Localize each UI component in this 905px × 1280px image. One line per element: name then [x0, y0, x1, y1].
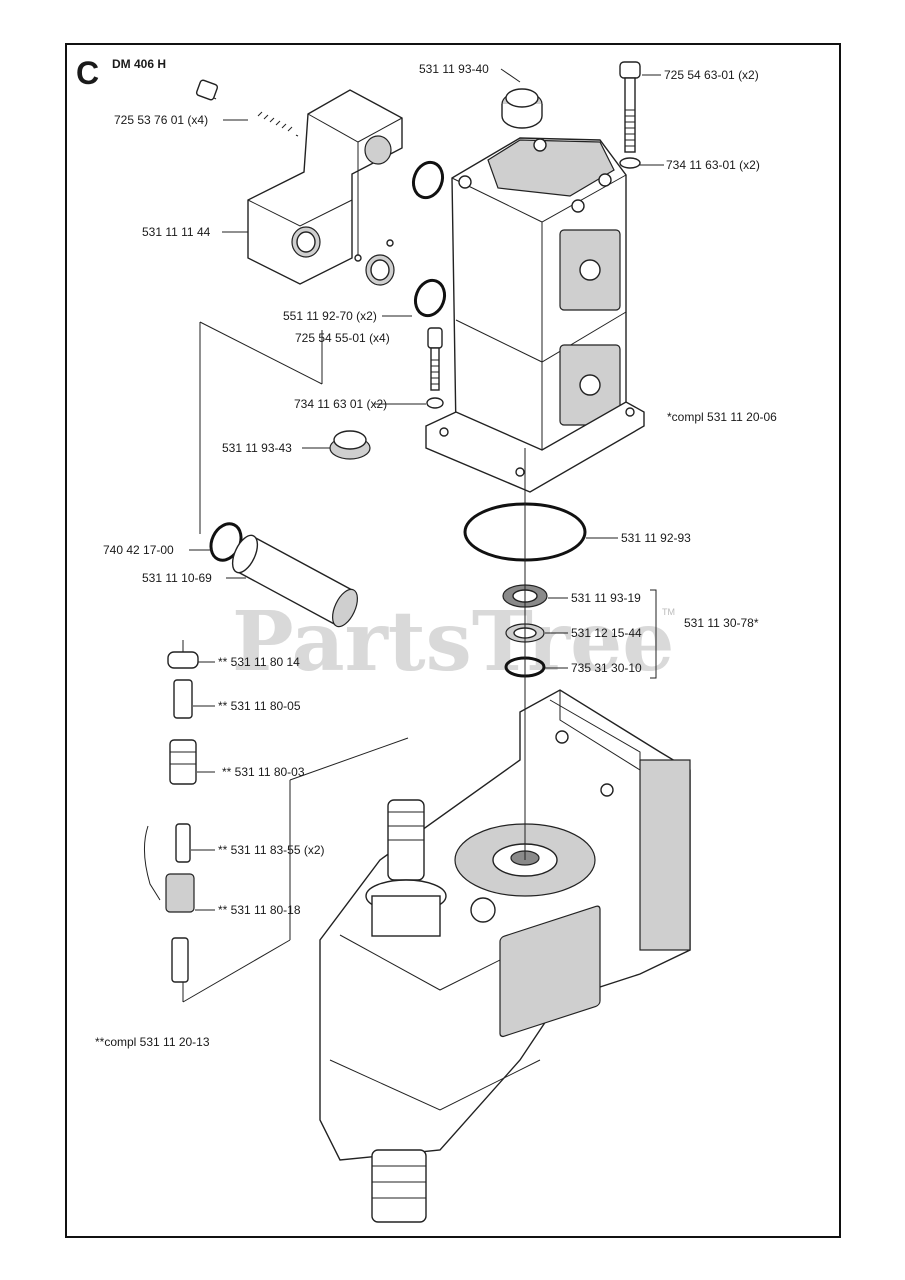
part-label: 531 11 93-19	[571, 591, 641, 605]
part-label: 531 11 11 44	[142, 225, 211, 239]
model-title: DM 406 H	[112, 57, 166, 71]
part-label: 531 11 92-93	[621, 531, 691, 545]
bolt-mid-drawing	[426, 327, 444, 409]
part-label: ** 531 11 80 14	[218, 655, 300, 669]
part-label: ** 531 11 80-18	[218, 903, 301, 917]
part-label: 725 54 55-01 (x4)	[295, 331, 390, 345]
bolt-right-drawing	[619, 61, 641, 169]
part-label: **compl 531 11 20-13	[95, 1035, 210, 1049]
leader-lines	[182, 68, 664, 1003]
part-label: 734 11 63 01 (x2)	[294, 397, 387, 411]
part-label: 531 11 93-40	[419, 62, 489, 76]
part-label: 531 12 15-44	[571, 626, 642, 640]
part-label: ** 531 11 83-55 (x2)	[218, 843, 325, 857]
part-label: ** 531 11 80-03	[222, 765, 305, 779]
manifold-block-drawing	[247, 89, 403, 286]
part-label: 725 54 63-01 (x2)	[664, 68, 759, 82]
o-ring-upper-drawing	[411, 160, 445, 200]
part-label: 725 53 76 01 (x4)	[114, 113, 208, 127]
part-label: 551 11 92-70 (x2)	[283, 309, 377, 323]
page-frame	[65, 43, 841, 1238]
part-label: ** 531 11 80-05	[218, 699, 301, 713]
part-label: 734 11 63-01 (x2)	[666, 158, 760, 172]
part-label: 531 11 30-78*	[684, 616, 759, 630]
sleeve-tube-drawing	[231, 534, 358, 628]
part-label: 531 11 10-69	[142, 571, 212, 585]
o-ring-lower-drawing	[413, 278, 447, 318]
hydraulic-pump-drawing	[425, 137, 645, 493]
drill-motor-drawing	[319, 689, 691, 1223]
watermark: PartsTree	[232, 594, 674, 690]
part-label: 735 31 30-10	[571, 661, 642, 675]
bolt-long-drawing	[195, 79, 299, 137]
watermark-tm: TM	[662, 607, 675, 617]
part-label: 740 42 17-00	[103, 543, 174, 557]
section-letter: C	[76, 55, 99, 91]
part-label: *compl 531 11 20-06	[667, 410, 777, 424]
plug-mid-drawing	[329, 430, 371, 460]
fitting-stack-drawing	[144, 651, 199, 983]
part-label: 531 11 93-43	[222, 441, 292, 455]
plug-top-drawing	[501, 88, 543, 129]
